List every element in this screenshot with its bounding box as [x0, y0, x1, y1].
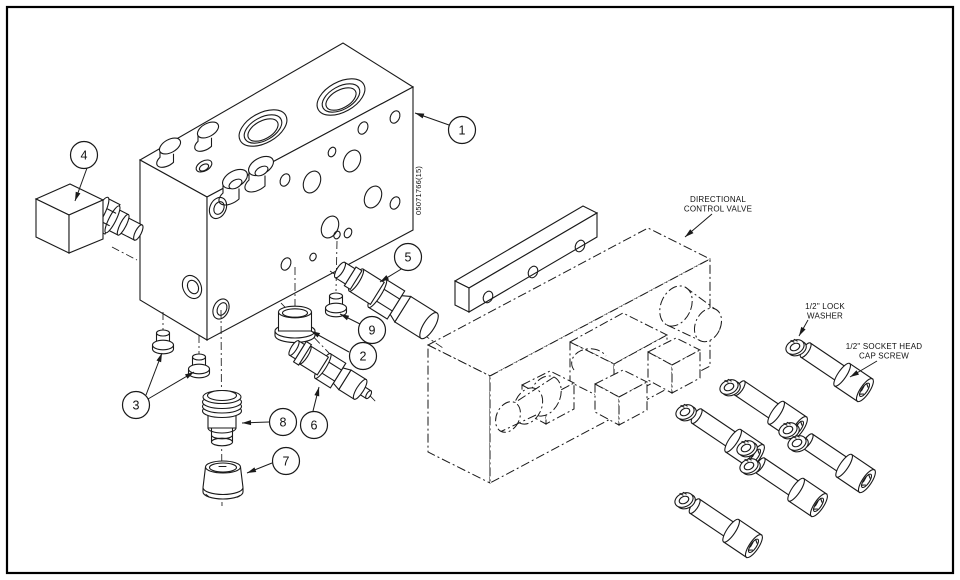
callout-5: 5 [379, 242, 423, 283]
valve-solenoid-right [659, 285, 723, 343]
svg-text:9: 9 [369, 324, 376, 338]
svg-text:DIRECTIONAL: DIRECTIONAL [690, 195, 746, 204]
svg-text:CAP SCREW: CAP SCREW [859, 352, 909, 361]
callout-8: 8 [241, 407, 298, 437]
part-number-text: 05071766(15) [414, 166, 423, 215]
seal-cap [202, 460, 244, 500]
plug-cap [274, 305, 316, 344]
svg-text:3: 3 [133, 399, 140, 413]
square-head [34, 183, 105, 254]
svg-text:1: 1 [459, 124, 466, 138]
callout-9: 9 [339, 313, 387, 345]
valve-solenoid-left [495, 375, 562, 433]
label-cap-screw: 1/2" SOCKET HEAD CAP SCREW [846, 342, 923, 378]
fitting-lower [288, 340, 373, 400]
directional-control-valve [426, 205, 723, 484]
left-face-port [181, 274, 203, 300]
callout-3: 3 [121, 352, 195, 420]
top-small-hole [195, 159, 213, 173]
square-head-plug [34, 183, 144, 254]
svg-text:1/2" SOCKET HEAD: 1/2" SOCKET HEAD [846, 342, 923, 351]
label-lock-washer: 1/2" LOCK WASHER [798, 302, 845, 337]
right-face-holes [208, 110, 401, 320]
svg-text:CONTROL VALVE: CONTROL VALVE [684, 205, 752, 214]
svg-text:2: 2 [360, 350, 367, 364]
text-labels: DIRECTIONAL CONTROL VALVE 1/2" LOCK WASH… [684, 195, 923, 378]
callouts: 1 2 3 4 5 6 7 [69, 112, 477, 476]
top-port-boss-2 [316, 78, 366, 116]
manifold-block: 05071766(15) [138, 42, 423, 341]
svg-text:1/2" LOCK: 1/2" LOCK [805, 302, 845, 311]
callout-2: 2 [310, 330, 378, 371]
valve-cube-center [593, 369, 649, 426]
svg-text:6: 6 [311, 419, 318, 433]
callout-1: 1 [414, 112, 477, 145]
valve-mounting-rail [453, 205, 599, 313]
label-directional-valve: DIRECTIONAL CONTROL VALVE [684, 195, 752, 238]
cartridge-valve [201, 389, 243, 447]
svg-text:4: 4 [81, 149, 88, 163]
svg-text:7: 7 [283, 455, 290, 469]
callout-4: 4 [69, 140, 99, 202]
fitting-upper [333, 261, 439, 340]
svg-text:5: 5 [405, 251, 412, 265]
svg-text:8: 8 [280, 416, 287, 430]
valve-cube-right [646, 337, 702, 394]
callout-7: 7 [246, 446, 301, 476]
top-port-boss-1 [238, 109, 288, 147]
svg-text:WASHER: WASHER [807, 312, 843, 321]
callout-6: 6 [299, 386, 329, 440]
